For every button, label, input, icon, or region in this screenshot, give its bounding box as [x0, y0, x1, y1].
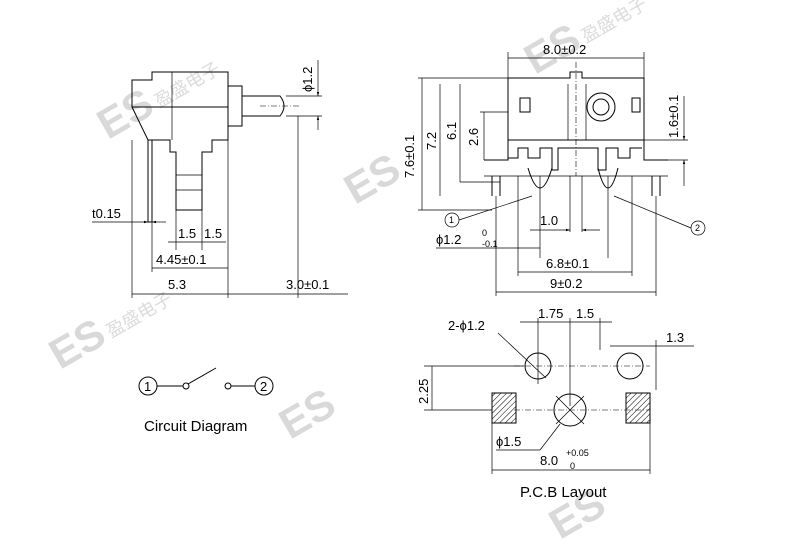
- dim-pcb-width-tol-bot: 0: [570, 461, 575, 471]
- dim-front-span: 6.8±0.1: [546, 256, 589, 271]
- pcb-caption: P.C.B Layout: [520, 484, 607, 501]
- dim-pcb-b: 1.5: [576, 306, 594, 321]
- dim-front-pin-dia-tol-top: 0: [482, 228, 487, 238]
- dim-side-pitch-b: 1.5: [204, 226, 222, 241]
- watermark-chars: 盈盛电子: [103, 288, 176, 342]
- circuit-pin-2-label: 2: [260, 379, 267, 394]
- dim-front-top: 8.0±0.2: [543, 42, 586, 57]
- dim-side-depth: 4.45±0.1: [156, 252, 207, 267]
- pcb-pad-left: [491, 392, 517, 424]
- front-view: 8.0±0.2 7.6±0.1 7.2: [402, 42, 706, 296]
- dim-pcb-width: 8.0: [540, 453, 558, 468]
- circuit-diagram: 1 2 Circuit Diagram: [138, 367, 274, 435]
- pcb-hole-center: [553, 393, 587, 427]
- watermark-logo: ES: [89, 79, 161, 148]
- dim-front-total: 9±0.2: [550, 276, 582, 291]
- circuit-pin-1-label: 1: [144, 379, 151, 394]
- pcb-pad-right: [625, 392, 651, 424]
- dim-pcb-v: 2.25: [416, 379, 431, 404]
- watermark-chars: 盈盛电子: [578, 0, 651, 48]
- dim-side-t: t0.15: [92, 206, 121, 221]
- watermark-logo: ES: [41, 309, 113, 378]
- pin-1-label: 1: [449, 215, 454, 225]
- pcb-hole-1: [524, 352, 552, 380]
- dim-pcb-a: 1.75: [538, 306, 563, 321]
- dim-front-h1: 7.6±0.1: [402, 135, 417, 178]
- dim-pcb-width-tol-top: +0.05: [566, 448, 589, 458]
- dim-front-h5: 1.6±0.1: [666, 95, 681, 138]
- watermark-logo: ES: [336, 144, 408, 213]
- watermark-logo: ES: [271, 379, 343, 448]
- dim-front-pin-gap: 1.0: [540, 213, 558, 228]
- dim-front-pin-dia-tol-bot: -0.1: [482, 239, 498, 249]
- dim-front-h3: 6.1: [444, 122, 459, 140]
- pcb-hole-2: [616, 352, 644, 380]
- pcb-layout: 1.75 1.5 1.3 2-ϕ1.2 2.25 ϕ1.5: [416, 306, 694, 501]
- dim-side-pin-dia: ϕ1.2: [300, 67, 315, 92]
- circuit-caption: Circuit Diagram: [144, 418, 247, 435]
- dim-pcb-holes: 2-ϕ1.2: [448, 318, 485, 333]
- dim-side-travel: 3.0±0.1: [286, 277, 329, 292]
- pin-2-label: 2: [695, 223, 700, 233]
- dim-side-pitch-a: 1.5: [178, 226, 196, 241]
- watermark-chars: 盈盛电子: [151, 58, 224, 112]
- dim-front-pin-dia: ϕ1.2: [436, 232, 461, 247]
- circuit-pin-2: [254, 376, 274, 396]
- watermark-group: ES 盈盛电子 ES ES 盈盛电子 ES 盈盛电子 ES ES: [41, 0, 651, 546]
- dim-front-h4: 2.6: [466, 128, 481, 146]
- dim-side-width: 5.3: [168, 277, 186, 292]
- dim-pcb-c: 1.3: [666, 330, 684, 345]
- dim-pcb-hole: ϕ1.5: [496, 434, 521, 449]
- side-view: ϕ1.2 t0.15 1.5 1.5 4.45±0.1 5.3 3.0±0.1: [92, 60, 348, 298]
- dim-front-h2: 7.2: [424, 132, 439, 150]
